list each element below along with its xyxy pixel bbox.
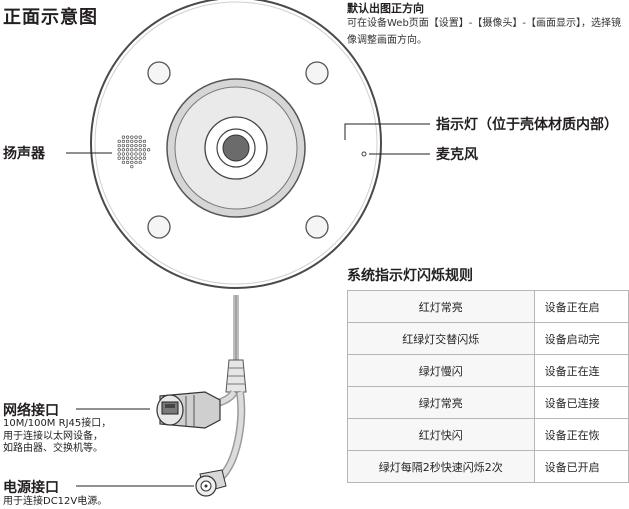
speaker-hole: [134, 139, 138, 144]
default-direction-title: 默认出图正方向: [347, 2, 424, 15]
indicator-leader: [344, 123, 430, 140]
indicator-label: 指示灯（位于壳体材质内部）: [436, 117, 618, 133]
screw-bottom-right: [305, 215, 329, 239]
speaker-hole: [125, 156, 130, 160]
dc-power-port: [195, 469, 227, 497]
speaker-hole: [121, 135, 126, 139]
speaker-grille: [117, 135, 151, 169]
speaker-hole: [130, 156, 134, 160]
pattern-cell: 红灯常亮: [347, 290, 535, 323]
speaker-hole: [117, 152, 121, 156]
speaker-hole: [117, 139, 121, 144]
network-desc-line: 用于连接以太网设备，: [3, 430, 103, 442]
speaker-hole: [125, 143, 130, 148]
speaker-hole: [117, 148, 121, 152]
speaker-hole: [138, 160, 142, 165]
speaker-hole: [125, 160, 130, 165]
speaker-hole: [138, 143, 142, 148]
microphone-label: 麦克风: [436, 147, 478, 163]
speaker-hole: [130, 135, 134, 139]
pattern-cell: 绿灯常亮: [347, 386, 535, 419]
status-cell: 设备已开启: [533, 450, 629, 483]
network-desc-line: 如路由器、交换机等。: [3, 443, 103, 454]
speaker-hole: [142, 148, 147, 152]
speaker-hole: [130, 164, 134, 169]
speaker-hole: [130, 139, 134, 144]
speaker-hole: [130, 143, 134, 148]
speaker-hole: [134, 160, 138, 165]
speaker-hole: [134, 156, 138, 160]
pattern-cell: 绿灯慢闪: [347, 354, 535, 387]
screw-top-right: [305, 61, 329, 85]
network-port-desc: 10M/100M RJ45接口， 用于连接以太网设备， 如路由器、交换机等。: [3, 418, 111, 456]
speaker-hole: [117, 156, 121, 160]
pattern-cell: 绿灯每隔2秒快速闪烁2次: [347, 450, 535, 483]
screw-bottom-left: [147, 215, 171, 239]
speaker-hole: [138, 135, 142, 139]
speaker-hole: [130, 148, 134, 152]
speaker-hole: [138, 156, 142, 160]
table-title: 系统指示灯闪烁规则: [347, 268, 473, 284]
speaker-hole: [142, 143, 147, 148]
status-cell: 设备正在启: [533, 290, 629, 323]
speaker-hole: [138, 148, 142, 152]
speaker-hole: [134, 135, 138, 139]
speaker-hole: [130, 152, 134, 156]
table-row: 绿灯每隔2秒快速闪烁2次 设备已开启: [347, 450, 629, 483]
pattern-cell: 红灯快闪: [347, 418, 535, 451]
power-port-label: 电源接口: [3, 480, 59, 496]
speaker-hole: [121, 152, 126, 156]
table-row: 绿灯常亮 设备已连接: [347, 386, 629, 419]
status-cell: 设备启动完: [533, 322, 629, 355]
speaker-hole: [121, 160, 126, 165]
page-title: 正面示意图: [3, 7, 98, 28]
lens-icon: [222, 134, 250, 162]
speaker-hole: [134, 148, 138, 152]
speaker-hole: [121, 139, 126, 144]
status-cell: 设备已连接: [533, 386, 629, 419]
network-desc-line: 10M/100M RJ45接口，: [3, 418, 112, 429]
table-row: 绿灯慢闪 设备正在连: [347, 354, 629, 387]
speaker-hole: [130, 160, 134, 165]
microphone-hole: [361, 151, 367, 157]
speaker-hole: [125, 139, 130, 144]
speaker-hole: [117, 143, 121, 148]
table-row: 红灯常亮 设备正在启: [347, 290, 629, 323]
speaker-hole: [142, 156, 147, 160]
screw-top-left: [147, 61, 171, 85]
status-cell: 设备正在连: [533, 354, 629, 387]
default-direction-desc: 可在设备Web页面【设置】-【摄像头】-【画面显示】，选择镜像调整画面方向。: [347, 18, 622, 46]
indicator-rules-table: 红灯常亮 设备正在启 红绿灯交替闪烁 设备启动完 绿灯慢闪 设备正在连 绿灯常亮…: [347, 290, 629, 483]
speaker-hole: [125, 135, 130, 139]
speaker-hole: [138, 152, 142, 156]
speaker-hole: [134, 143, 138, 148]
table-row: 红绿灯交替闪烁 设备启动完: [347, 322, 629, 355]
rj45-port: [156, 391, 221, 429]
speaker-hole: [142, 139, 147, 144]
speaker-hole: [121, 148, 126, 152]
speaker-hole: [138, 139, 142, 144]
speaker-hole: [125, 152, 130, 156]
power-port-desc: 用于连接DC12V电源。: [3, 496, 108, 507]
speaker-hole: [134, 152, 138, 156]
status-cell: 设备正在恢: [533, 418, 629, 451]
speaker-hole: [142, 152, 147, 156]
speaker-label: 扬声器: [3, 146, 45, 162]
speaker-hole: [121, 156, 126, 160]
pattern-cell: 红绿灯交替闪烁: [347, 322, 535, 355]
speaker-hole: [146, 148, 151, 152]
speaker-hole: [121, 143, 126, 148]
network-port-label: 网络接口: [3, 403, 59, 419]
speaker-hole: [125, 148, 130, 152]
table-row: 红灯快闪 设备正在恢: [347, 418, 629, 451]
